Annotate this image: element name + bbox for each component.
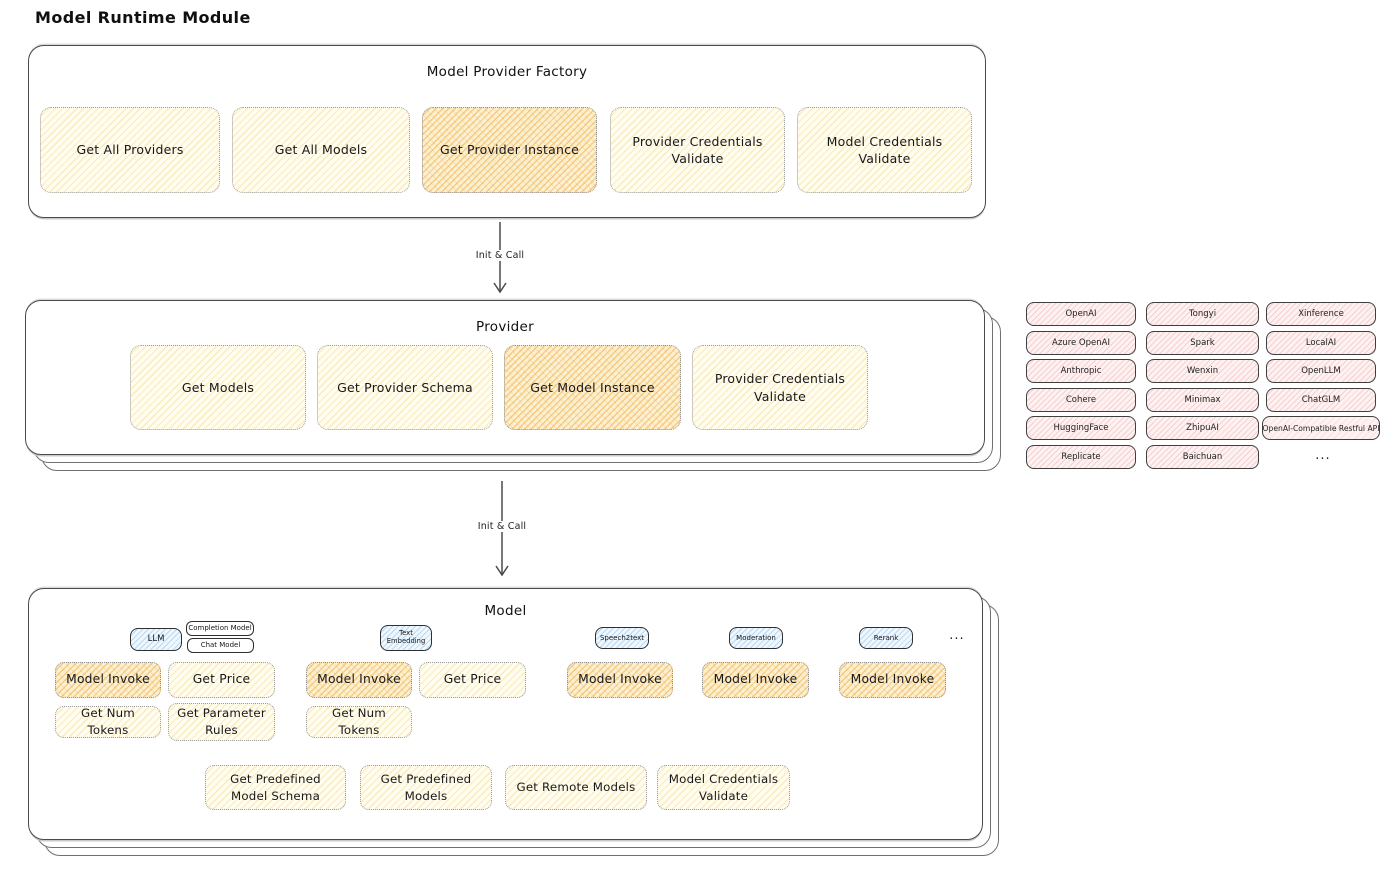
chip-tongyi: Tongyi — [1146, 302, 1259, 326]
chip-openai-compatible-restful-api: OpenAI-Compatible Restful API — [1262, 416, 1380, 440]
node-get-all-models: Get All Models — [232, 107, 410, 193]
chip-chatglm: ChatGLM — [1266, 388, 1376, 412]
tag-moderation: Moderation — [729, 627, 783, 649]
page-title: Model Runtime Module — [35, 8, 251, 27]
node-model-invoke-speech2text: Model Invoke — [567, 662, 673, 698]
node-get-models: Get Models — [130, 345, 306, 430]
tag-text-embedding: Text Embedding — [380, 625, 432, 651]
node-get-price-embedding: Get Price — [419, 662, 526, 698]
chip-huggingface: HuggingFace — [1026, 416, 1136, 440]
chip-wenxin: Wenxin — [1146, 359, 1259, 383]
node-model-credentials-validate-2: Model Credentials Validate — [657, 765, 790, 810]
tag-completion-model: Completion Model — [186, 621, 254, 636]
factory-title: Model Provider Factory — [426, 64, 588, 80]
chip-xinference: Xinference — [1266, 302, 1376, 326]
node-model-credentials-validate: Model Credentials Validate — [797, 107, 972, 193]
model-title: Model — [484, 603, 527, 619]
chip-spark: Spark — [1146, 331, 1259, 355]
node-model-invoke-llm: Model Invoke — [55, 662, 161, 698]
arrow-label-init-call-2: Init & Call — [468, 521, 536, 532]
node-get-num-tokens-llm: Get Num Tokens — [55, 706, 161, 738]
node-get-parameter-rules: Get Parameter Rules — [168, 703, 275, 741]
chip-anthropic: Anthropic — [1026, 359, 1136, 383]
tag-speech2text: Speech2text — [595, 627, 649, 649]
chip-minimax: Minimax — [1146, 388, 1259, 412]
node-get-provider-schema: Get Provider Schema — [317, 345, 493, 430]
node-provider-credentials-validate-2: Provider Credentials Validate — [692, 345, 868, 430]
tag-rerank: Rerank — [859, 627, 913, 649]
chip-zhipuai: ZhipuAI — [1146, 416, 1259, 440]
model-types-more-ellipsis: ... — [949, 628, 965, 643]
chip-localai: LocalAI — [1266, 331, 1376, 355]
node-provider-credentials-validate: Provider Credentials Validate — [610, 107, 785, 193]
node-get-num-tokens-embedding: Get Num Tokens — [306, 706, 412, 738]
node-get-model-instance: Get Model Instance — [504, 345, 681, 430]
chip-cohere: Cohere — [1026, 388, 1136, 412]
chip-openai: OpenAI — [1026, 302, 1136, 326]
node-get-price-llm: Get Price — [168, 662, 275, 698]
chip-baichuan: Baichuan — [1146, 445, 1259, 469]
tag-llm: LLM — [130, 628, 182, 651]
arrow-label-init-call-1: Init & Call — [466, 250, 534, 261]
node-get-predefined-model-schema: Get Predefined Model Schema — [205, 765, 346, 810]
node-model-invoke-embedding: Model Invoke — [306, 662, 412, 698]
node-get-remote-models: Get Remote Models — [505, 765, 647, 810]
node-model-invoke-moderation: Model Invoke — [702, 662, 809, 698]
node-get-all-providers: Get All Providers — [40, 107, 220, 193]
chip-openllm: OpenLLM — [1266, 359, 1376, 383]
node-get-provider-instance: Get Provider Instance — [422, 107, 597, 193]
providers-more-ellipsis: ... — [1315, 448, 1331, 463]
node-model-invoke-rerank: Model Invoke — [839, 662, 946, 698]
provider-title: Provider — [476, 319, 534, 335]
chip-replicate: Replicate — [1026, 445, 1136, 469]
chip-azure-openai: Azure OpenAI — [1026, 331, 1136, 355]
node-get-predefined-models: Get Predefined Models — [360, 765, 492, 810]
tag-chat-model: Chat Model — [187, 638, 254, 653]
